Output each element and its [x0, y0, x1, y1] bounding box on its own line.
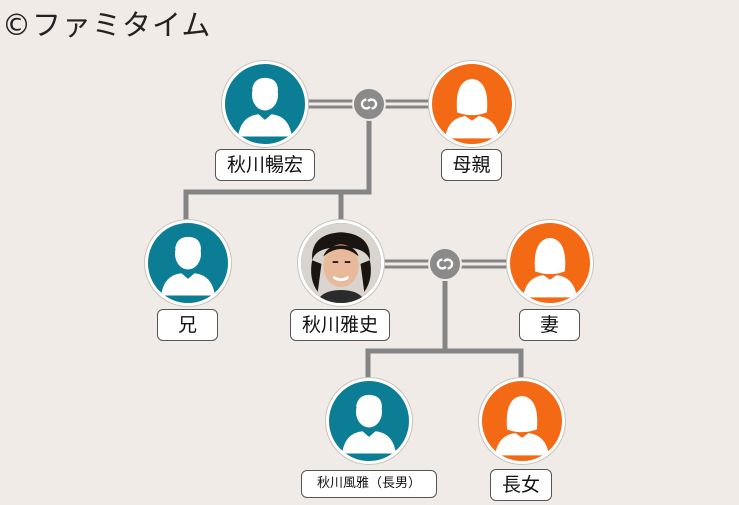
- female-silhouette-icon: [432, 64, 512, 144]
- male-silhouette-icon: [329, 381, 409, 461]
- father-avatar: [222, 61, 308, 147]
- parents-marriage-icon: [352, 87, 386, 121]
- mother-avatar: [429, 61, 515, 147]
- wife-avatar: [507, 220, 593, 306]
- female-silhouette-icon: [482, 381, 562, 461]
- brother-avatar: [145, 220, 231, 306]
- wife-label: 妻: [519, 309, 580, 341]
- son-label: 秋川風雅（長男）: [301, 470, 437, 498]
- father-label: 秋川暢宏: [215, 149, 315, 181]
- self-portrait: [298, 220, 384, 306]
- daughter-label: 長女: [490, 469, 552, 501]
- male-silhouette-icon: [148, 223, 228, 303]
- portrait-photo: [301, 223, 381, 303]
- mother-label: 母親: [441, 149, 502, 181]
- son-avatar: [326, 378, 412, 464]
- female-silhouette-icon: [510, 223, 590, 303]
- self-label: 秋川雅史: [290, 309, 390, 341]
- couple-marriage-icon: [428, 247, 462, 281]
- brother-label: 兄: [157, 309, 218, 341]
- daughter-avatar: [479, 378, 565, 464]
- male-silhouette-icon: [225, 64, 305, 144]
